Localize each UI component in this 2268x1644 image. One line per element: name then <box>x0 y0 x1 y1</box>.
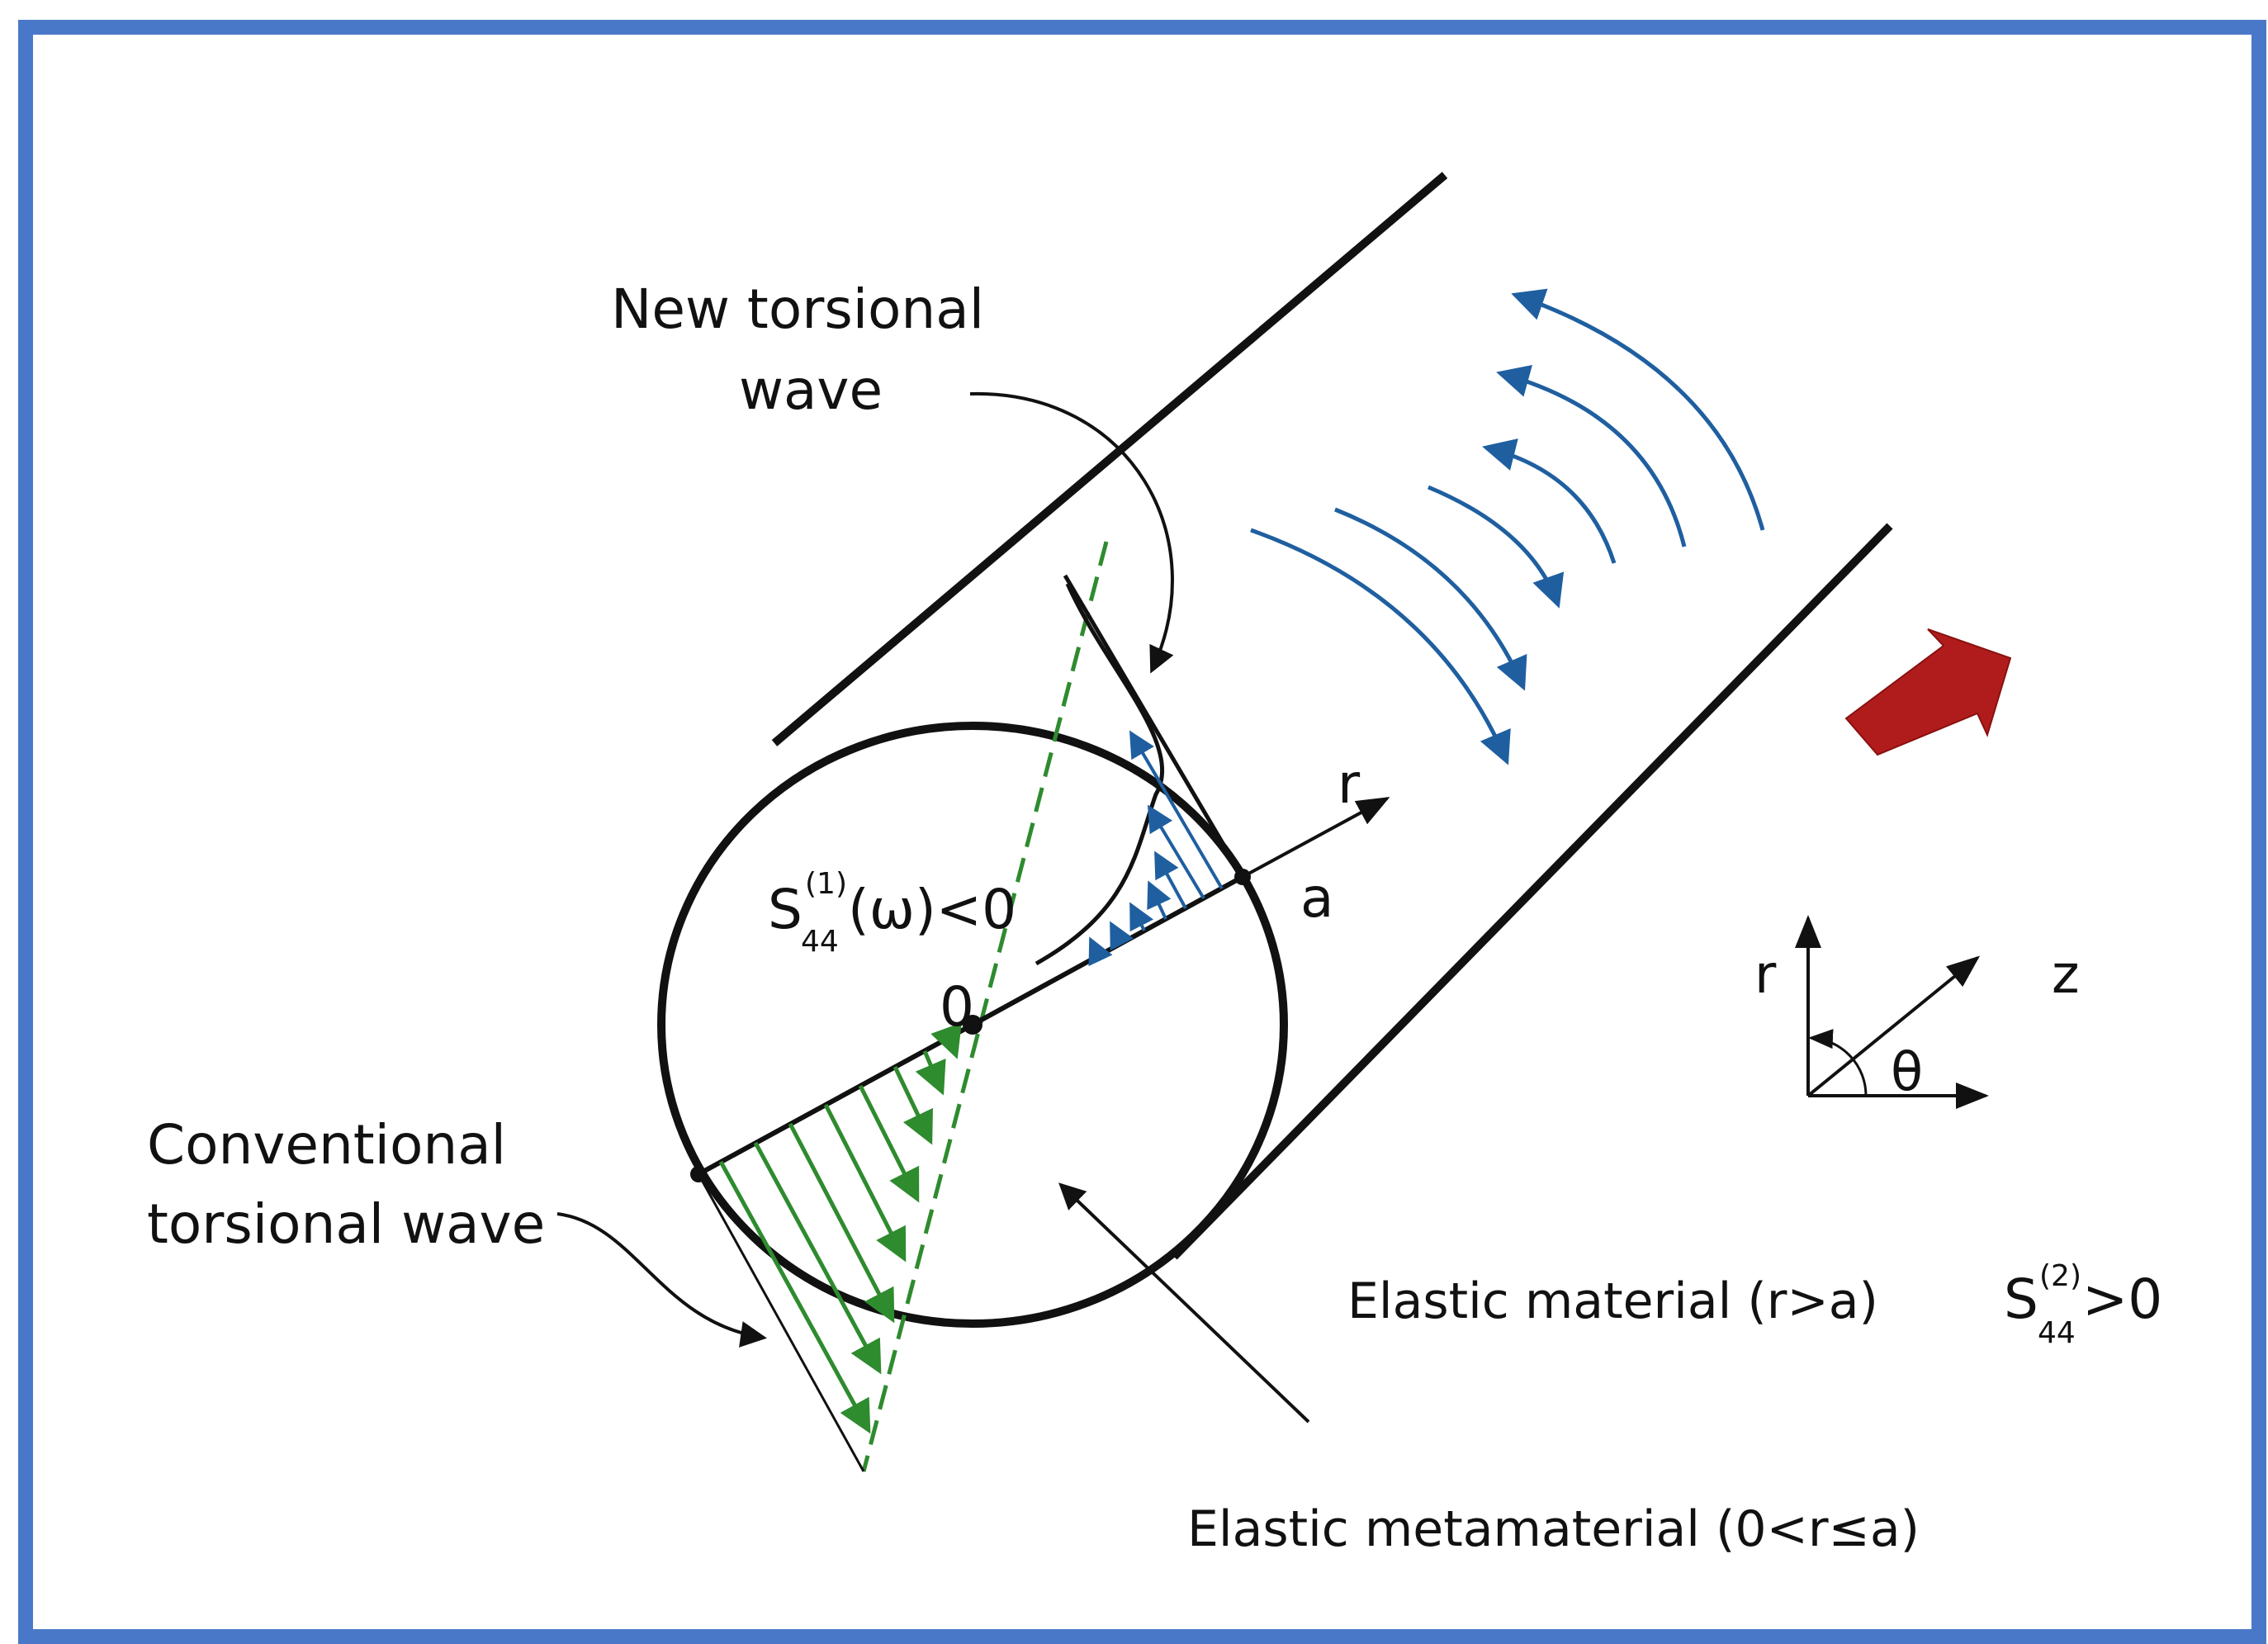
svg-text:S: S <box>768 878 803 941</box>
label-new-wave-2: wave <box>739 358 883 422</box>
leader-metamaterial <box>1058 1182 1310 1424</box>
label-origin: 0 <box>940 975 974 1039</box>
label-coord-z: z <box>2052 945 2080 1006</box>
new-wave-envelope-curve <box>1035 582 1164 966</box>
svg-text:S: S <box>2004 1267 2038 1331</box>
outer-modulus-label: S (2) 44 >0 <box>2004 1259 2162 1350</box>
svg-text:(1): (1) <box>805 867 847 901</box>
diameter-lower <box>697 1022 974 1177</box>
leader-conventional-wave <box>556 1212 767 1348</box>
torsion-arrows <box>1250 288 1765 765</box>
label-conventional-1: Conventional <box>147 1113 506 1177</box>
blue-displacement-arrows <box>1088 730 1224 967</box>
torsion-arrow-up-1 <box>1482 438 1617 564</box>
boundary-point-lower <box>690 1166 707 1182</box>
radius-axis-arrow <box>1242 797 1390 879</box>
cylinder-cross-section <box>657 722 1288 1328</box>
conventional-envelope <box>697 1173 865 1472</box>
label-radius-point: a <box>1300 866 1333 930</box>
red-propagation-arrow-icon <box>1844 628 2012 756</box>
torsion-arrow-down-1 <box>1250 528 1511 765</box>
torsion-arrow-down-2 <box>1334 507 1527 691</box>
radius-point-a <box>1234 869 1251 885</box>
green-dashed-axis <box>861 541 1109 1472</box>
label-coord-r: r <box>1754 945 1777 1006</box>
leader-new-wave <box>969 391 1174 674</box>
conventional-wave-profile <box>697 541 1109 1472</box>
svg-text:44: 44 <box>2038 1316 2076 1350</box>
label-metamaterial: Elastic metamaterial (0<r≤a) <box>1187 1500 1920 1558</box>
green-displacement-arrows <box>718 1022 962 1434</box>
svg-text:(ω)<0: (ω)<0 <box>848 878 1016 941</box>
label-conventional-2: torsional wave <box>147 1192 545 1256</box>
diagram-frame: New torsional wave Conventional torsiona… <box>18 20 2266 1644</box>
torsion-arrow-up-2 <box>1496 364 1687 547</box>
torsion-arrow-up-3 <box>1511 288 1765 531</box>
coordinate-system <box>1795 915 1989 1109</box>
cylinder-outline <box>657 172 1893 1328</box>
new-wave-envelope-straight <box>1063 574 1245 879</box>
new-wave-profile <box>971 574 1390 1027</box>
meta-modulus-label: S (1) 44 (ω)<0 <box>768 867 1016 959</box>
svg-text:>0: >0 <box>2082 1267 2162 1331</box>
cylinder-lower-edge <box>1171 523 1893 1260</box>
svg-text:44: 44 <box>801 925 839 959</box>
torsion-arrow-down-3 <box>1428 485 1565 609</box>
torsional-wave-diagram: New torsional wave Conventional torsiona… <box>147 172 2162 1558</box>
label-radius-axis: r <box>1338 752 1361 816</box>
label-coord-theta: θ <box>1891 1042 1923 1103</box>
cylinder-upper-edge <box>771 172 1448 746</box>
label-outer-material: Elastic material (r>a) <box>1347 1272 1878 1330</box>
svg-text:(2): (2) <box>2039 1259 2081 1293</box>
origin-point <box>963 1015 982 1035</box>
label-new-wave-1: New torsional <box>611 277 984 341</box>
